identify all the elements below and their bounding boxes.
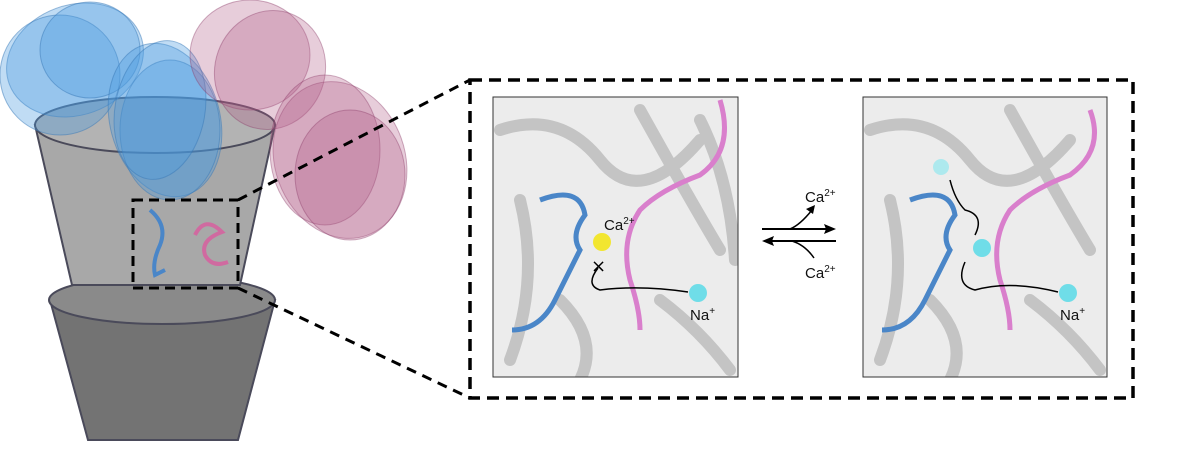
pink-loop bbox=[193, 222, 229, 266]
sodium-label: Na+ bbox=[1060, 306, 1085, 324]
calcium-ion-released bbox=[933, 159, 949, 175]
left-structure-panel: × Ca2+ Na+ bbox=[493, 97, 738, 377]
sodium-ion-bound bbox=[973, 239, 991, 257]
zoom-connector-bottom bbox=[237, 286, 471, 400]
calcium-exit-arrow bbox=[949, 179, 980, 236]
blocked-path-arrow bbox=[591, 267, 689, 293]
sodium-ion bbox=[1059, 284, 1077, 302]
blue-loop bbox=[881, 192, 958, 333]
zoom-region-box bbox=[131, 198, 240, 290]
blue-loop bbox=[148, 208, 166, 278]
zoom-detail-box bbox=[468, 78, 1135, 400]
pink-loop bbox=[624, 99, 727, 331]
zoom-connector-top bbox=[237, 78, 471, 202]
equilibrium-arrows: Ca2+ Ca2+ bbox=[762, 188, 836, 282]
blue-domains bbox=[0, 1, 223, 201]
calcium-binding-label: Ca2+ bbox=[805, 264, 836, 282]
protein-cartoon bbox=[0, 0, 408, 441]
blue-loop bbox=[511, 192, 588, 333]
calcium-ion bbox=[593, 233, 611, 251]
sodium-path-arrow bbox=[960, 261, 1059, 293]
sodium-ion bbox=[689, 284, 707, 302]
pink-loop bbox=[994, 109, 1097, 331]
calcium-label: Ca2+ bbox=[604, 216, 635, 234]
pink-domains bbox=[189, 0, 408, 241]
right-structure-panel: Na+ bbox=[863, 97, 1107, 377]
calcium-release-label: Ca2+ bbox=[805, 188, 836, 206]
sodium-label: Na+ bbox=[690, 306, 715, 324]
blocked-cross-icon: × bbox=[591, 256, 606, 277]
